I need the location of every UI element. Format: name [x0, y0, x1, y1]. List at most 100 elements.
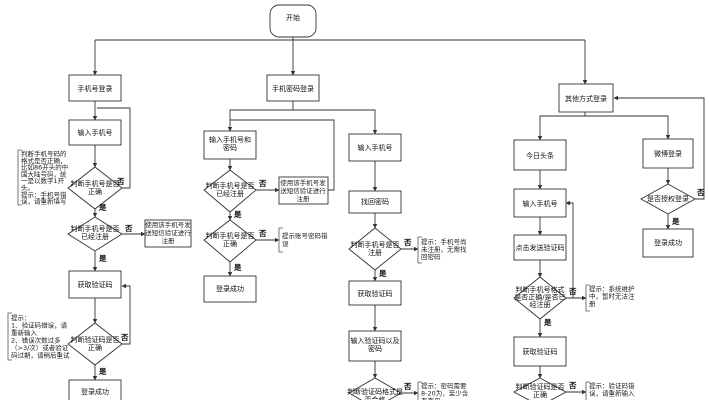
svg-text:判断验证码格式是否合格: 判断验证码格式是否合格: [347, 387, 403, 400]
svg-text:微博登录: 微博登录: [654, 149, 682, 158]
text-line: 判断手机号格式: [516, 285, 565, 294]
text-line: 提示：手机号错: [21, 190, 67, 199]
svg-text:登录成功: 登录成功: [216, 284, 244, 293]
svg-text:否: 否: [258, 179, 267, 188]
tip-password-rule-note: 提示：密码需要8-20为，至少含有字母...: [417, 381, 469, 400]
tip-register-box: 使用该手机号发送短信验证进行注册: [144, 219, 192, 248]
check-code-diamond: 判断验证码是否正确: [67, 322, 123, 366]
svg-text:使用该手机号发送短信验证进行注册: 使用该手机号发送短信验证进行注册: [145, 220, 191, 245]
text-line: 判断手机号是否: [71, 224, 120, 233]
text-line: 是否正确/是否已: [514, 293, 565, 302]
svg-text:是否授权登录: 是否授权登录: [647, 194, 689, 203]
svg-text:找回密码: 找回密码: [361, 197, 389, 206]
svg-text:否: 否: [258, 229, 267, 238]
text-line: 已经注册: [81, 232, 109, 241]
svg-text:输入手机号: 输入手机号: [523, 199, 558, 208]
check-registered-diamond-3: 判断手机号是否注册: [348, 227, 402, 271]
check-code-format-diamond: 判断验证码格式是否合格: [347, 377, 403, 400]
weibo-login-box: 微博登录: [642, 138, 694, 169]
svg-text:否: 否: [696, 188, 705, 197]
text-line: 未注册，无需找: [421, 245, 467, 254]
find-password-box: 找回密码: [348, 190, 402, 214]
text-line: 已经注册: [216, 189, 244, 198]
text-line: 输入验证码以及: [351, 336, 400, 345]
toutiao-box: 今日头条: [513, 139, 567, 171]
text-line: 误，请重新输入: [589, 389, 635, 398]
text-line: 一是以数字1开: [21, 176, 65, 185]
text-line: 注册: [368, 248, 382, 257]
text-line: 密码: [223, 143, 237, 152]
svg-text:提示：系统维护中，暂时无法注册: 提示：系统维护中，暂时无法注册: [589, 284, 635, 308]
text-line: 头。: [21, 183, 34, 192]
tip-maintenance-note: 提示：系统维护中，暂时无法注册: [585, 284, 635, 312]
text-line: 输入手机号和: [209, 135, 251, 144]
text-line: 判断手机号是否: [71, 179, 120, 188]
svg-text:其他方式登录: 其他方式登录: [565, 94, 607, 103]
svg-text:提示：手机号尚未注册，无需找回密码: 提示：手机号尚未注册，无需找回密码: [421, 237, 467, 261]
svg-text:输入手机号: 输入手机号: [358, 143, 393, 152]
branch-labels: 否 是 否 是 否 是 否 是 否 是 否 是 否 否 是 否 否 是: [98, 177, 705, 391]
text-line: 使用该手机号发: [280, 178, 326, 187]
text-line: 册: [589, 300, 596, 308]
get-code-box-4: 获取验证码: [513, 336, 567, 367]
text-line: 注册: [297, 194, 311, 203]
check-auth-diamond: 是否授权登录: [640, 183, 696, 215]
svg-text:登录成功: 登录成功: [654, 238, 682, 247]
text-line: 经注册: [530, 300, 551, 309]
svg-text:否: 否: [120, 333, 129, 342]
svg-text:提示账号密码错误: 提示账号密码错误: [282, 231, 328, 248]
text-line: （>3/次）或者验证: [11, 343, 69, 352]
text-line: 正确: [533, 390, 547, 399]
login-success-box-2: 登录成功: [203, 275, 257, 303]
svg-text:是: 是: [233, 209, 242, 219]
svg-text:登录成功: 登录成功: [81, 387, 109, 396]
svg-text:是: 是: [98, 366, 107, 376]
check-password-diamond: 判断手机号是否正确: [203, 219, 257, 263]
text-line: 提示：手机号尚: [421, 237, 467, 246]
text-line: 送短信验证进行: [145, 228, 191, 237]
check-format-diamond-4: 判断手机号格式是否正确/是否已经注册: [513, 276, 567, 320]
svg-text:判断手机号格式是否正确/是否已经注册: 判断手机号格式是否正确/是否已经注册: [514, 285, 565, 309]
svg-text:点击发送验证码: 点击发送验证码: [516, 243, 565, 252]
text-line: 正确: [223, 239, 237, 248]
phone-login-box: 手机号登录: [68, 74, 122, 102]
svg-text:判断验证码是否正确: 判断验证码是否正确: [516, 382, 565, 399]
svg-text:今日头条: 今日头条: [526, 151, 554, 160]
check-registered-diamond: 判断手机号是否已经注册: [67, 216, 123, 252]
svg-text:否: 否: [403, 382, 412, 391]
other-login-box: 其他方式登录: [558, 83, 614, 113]
tip-phone-format-note: 判断手机号码的格式是否正确，比如86开头的中国大陆号码，统一是以数字1开头。提示…: [17, 149, 68, 206]
text-line: 判断验证码是否: [516, 382, 565, 391]
tip-password-note: 提示账号密码错误: [278, 227, 328, 253]
input-phone-box-4: 输入手机号: [513, 188, 567, 218]
svg-text:获取验证码: 获取验证码: [78, 280, 113, 289]
text-line: 1、验证码错误，请: [11, 321, 68, 330]
text-line: 判断手机号是否: [206, 181, 255, 190]
text-line: 提示：验证码错: [589, 381, 635, 390]
tip-unregistered-note: 提示：手机号尚未注册，无需找回密码: [417, 236, 467, 264]
get-code-box-3: 获取验证码: [348, 280, 402, 306]
text-line: 格式是否正确，: [21, 156, 67, 165]
text-line: 有字母...: [421, 396, 447, 400]
text-line: 使用该手机号发: [145, 220, 191, 229]
text-line: 判断验证码是否: [71, 335, 120, 344]
svg-text:手机号登录: 手机号登录: [78, 84, 113, 93]
text-line: 判断验证码格式是: [347, 387, 403, 396]
text-line: 提示：: [11, 313, 31, 322]
svg-text:判断手机号是否已经注册: 判断手机号是否已经注册: [206, 181, 255, 198]
text-line: 国大陆号码，统: [21, 169, 67, 178]
text-line: 提示账号密码错: [282, 231, 328, 240]
svg-text:获取验证码: 获取验证码: [358, 289, 393, 298]
tip-register-box-2: 使用该手机号发送短信验证进行注册: [278, 176, 329, 205]
text-line: 码过期，请稍后重试: [11, 351, 70, 360]
svg-text:判断验证码是否正确: 判断验证码是否正确: [71, 335, 120, 352]
text-line: 正确: [88, 343, 102, 352]
text-line: 误，请重新填写: [21, 197, 67, 206]
text-line: 2、错误次数过多: [11, 336, 61, 345]
svg-text:判断手机号是否已经注册: 判断手机号是否已经注册: [71, 224, 120, 241]
svg-text:否: 否: [403, 238, 412, 247]
svg-text:判断手机号码的格式是否正确，比如86开头的中国大陆号码，统一: 判断手机号码的格式是否正确，比如86开头的中国大陆号码，统一是以数字1开头。提示…: [21, 149, 68, 206]
send-code-box: 点击发送验证码: [513, 234, 567, 261]
